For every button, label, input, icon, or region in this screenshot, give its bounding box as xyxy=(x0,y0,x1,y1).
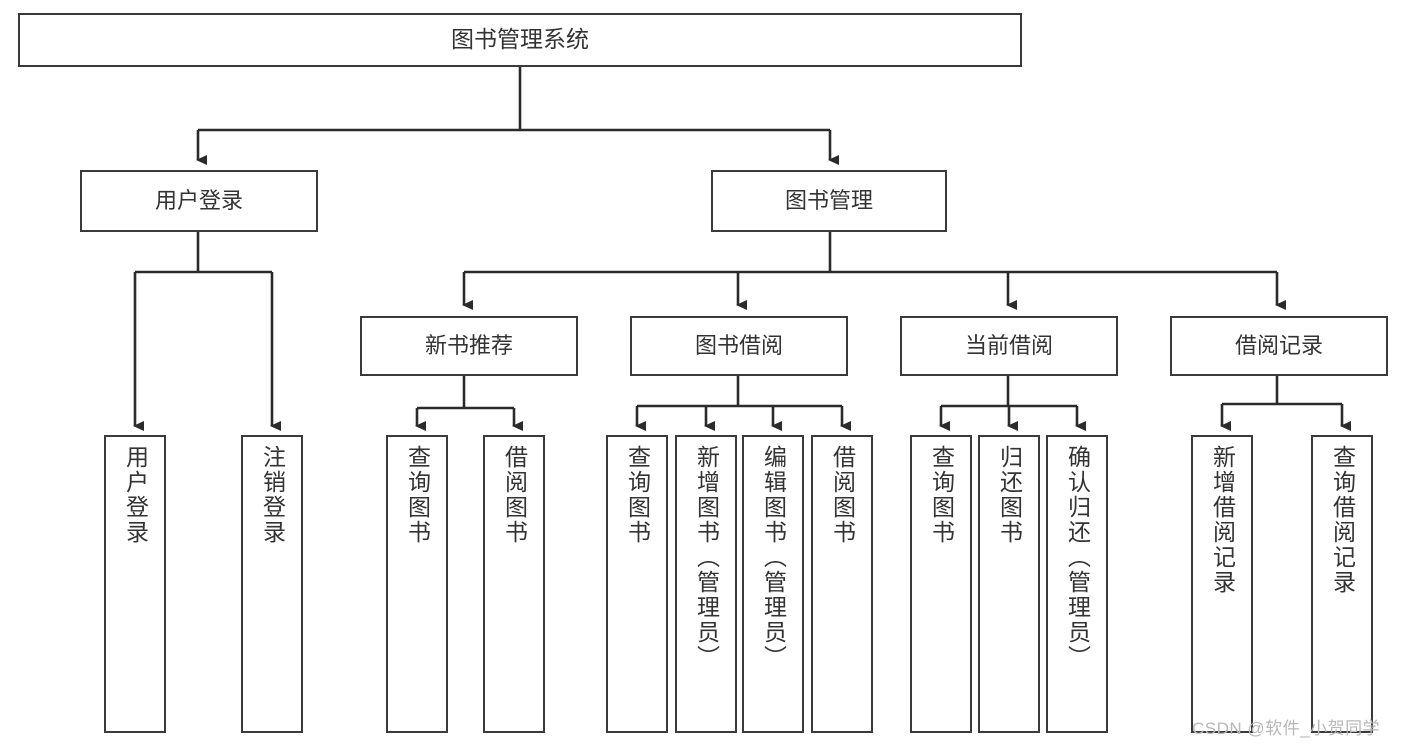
leaf-current-query-book[interactable]: 查询图书 xyxy=(910,435,972,733)
node-user-login[interactable]: 用户登录 xyxy=(80,170,318,232)
node-new-book-recommend[interactable]: 新书推荐 xyxy=(360,316,578,376)
node-label: 当前借阅 xyxy=(964,333,1053,359)
watermark-text: CSDN @软件_小贺同学 xyxy=(1192,719,1381,738)
leaf-borrow-query-book[interactable]: 查询图书 xyxy=(606,435,668,733)
node-label: 图书管理系统 xyxy=(451,26,589,53)
leaf-borrow-add-book-admin[interactable]: 新增图书（管理员） xyxy=(675,435,737,733)
node-label: 查询图书 xyxy=(624,445,651,545)
node-root-book-management-system[interactable]: 图书管理系统 xyxy=(18,13,1022,67)
node-label: 用户登录 xyxy=(122,445,149,545)
node-label: 新书推荐 xyxy=(424,333,513,359)
leaf-newbook-borrow-book[interactable]: 借阅图书 xyxy=(483,435,545,733)
node-label: 新增图书（管理员） xyxy=(693,445,720,670)
leaf-record-add-borrow-record[interactable]: 新增借阅记录 xyxy=(1191,435,1253,733)
leaf-current-return-book[interactable]: 归还图书 xyxy=(978,435,1040,733)
node-label: 借阅记录 xyxy=(1234,333,1323,359)
node-label: 新增借阅记录 xyxy=(1209,445,1236,595)
node-label: 查询借阅记录 xyxy=(1329,445,1356,595)
leaf-borrow-edit-book-admin[interactable]: 编辑图书（管理员） xyxy=(742,435,804,733)
node-label: 编辑图书（管理员） xyxy=(760,445,787,670)
leaf-current-confirm-return-admin[interactable]: 确认归还（管理员） xyxy=(1046,435,1108,733)
node-label: 借阅图书 xyxy=(829,445,856,545)
node-label: 图书借阅 xyxy=(694,333,783,359)
node-label: 查询图书 xyxy=(404,445,431,545)
node-label: 注销登录 xyxy=(259,445,286,545)
node-label: 查询图书 xyxy=(928,445,955,545)
node-book-management[interactable]: 图书管理 xyxy=(711,170,947,232)
leaf-newbook-query-book[interactable]: 查询图书 xyxy=(386,435,448,733)
node-book-borrow[interactable]: 图书借阅 xyxy=(630,316,848,376)
node-label: 借阅图书 xyxy=(501,445,528,545)
leaf-record-query-borrow-record[interactable]: 查询借阅记录 xyxy=(1311,435,1373,733)
node-label: 用户登录 xyxy=(154,188,243,214)
leaf-user-login[interactable]: 用户登录 xyxy=(104,435,166,733)
node-label: 图书管理 xyxy=(784,188,873,214)
node-label: 归还图书 xyxy=(996,445,1023,545)
leaf-borrow-borrow-book[interactable]: 借阅图书 xyxy=(811,435,873,733)
node-borrow-record[interactable]: 借阅记录 xyxy=(1170,316,1388,376)
node-label: 确认归还（管理员） xyxy=(1064,445,1091,670)
leaf-logout[interactable]: 注销登录 xyxy=(241,435,303,733)
node-current-borrow[interactable]: 当前借阅 xyxy=(900,316,1118,376)
